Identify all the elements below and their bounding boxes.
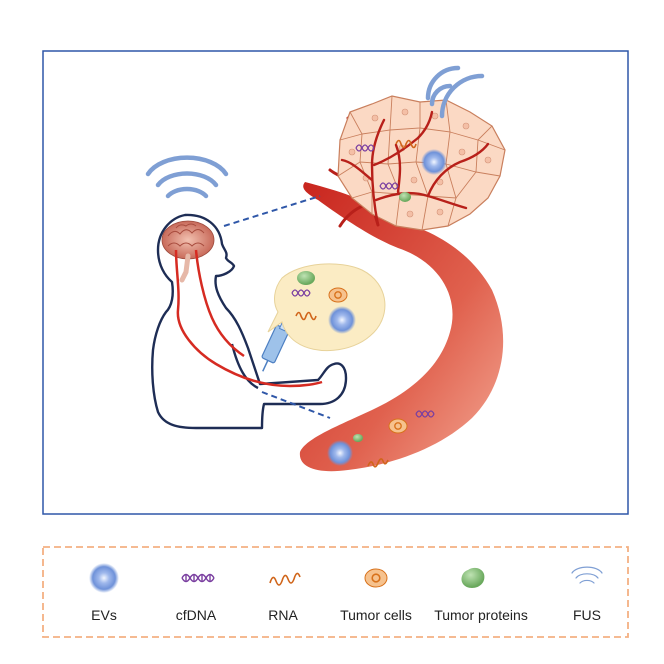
legend-item-tumor-cells: Tumor cells: [340, 568, 412, 623]
legend-label-cfdna: cfDNA: [176, 607, 217, 623]
fus-wave-head: [145, 155, 229, 199]
legend-item-fus: FUS: [571, 566, 603, 623]
dashed-connector-arm: [261, 391, 331, 419]
legend-item-evs: EVs: [89, 563, 119, 623]
vessel-biomarkers: [327, 410, 435, 468]
dna-icon: [181, 573, 215, 583]
tumor-protein-icon: [461, 567, 485, 588]
tumor-tissue: [337, 95, 506, 231]
legend-label-evs: EVs: [91, 607, 117, 623]
legend-label-tumor-proteins: Tumor proteins: [434, 607, 528, 623]
legend-label-fus: FUS: [573, 607, 601, 623]
fus-icon: [571, 566, 603, 584]
legend-item-cfdna: cfDNA: [176, 573, 217, 623]
legend-box: [42, 546, 629, 638]
ev-icon: [89, 563, 119, 593]
legend-item-rna: RNA: [268, 572, 301, 623]
dashed-connector-brain: [223, 195, 321, 227]
tumor-cell-icon: [364, 568, 388, 588]
rna-icon: [269, 572, 301, 586]
legend-label-tumor-cells: Tumor cells: [340, 607, 412, 623]
fus-wave-tumor: [425, 65, 485, 119]
patient-silhouette: [151, 213, 348, 430]
blood-sample-bubble: [267, 263, 386, 352]
legend-item-tumor-proteins: Tumor proteins: [434, 567, 528, 623]
legend-label-rna: RNA: [268, 607, 298, 623]
